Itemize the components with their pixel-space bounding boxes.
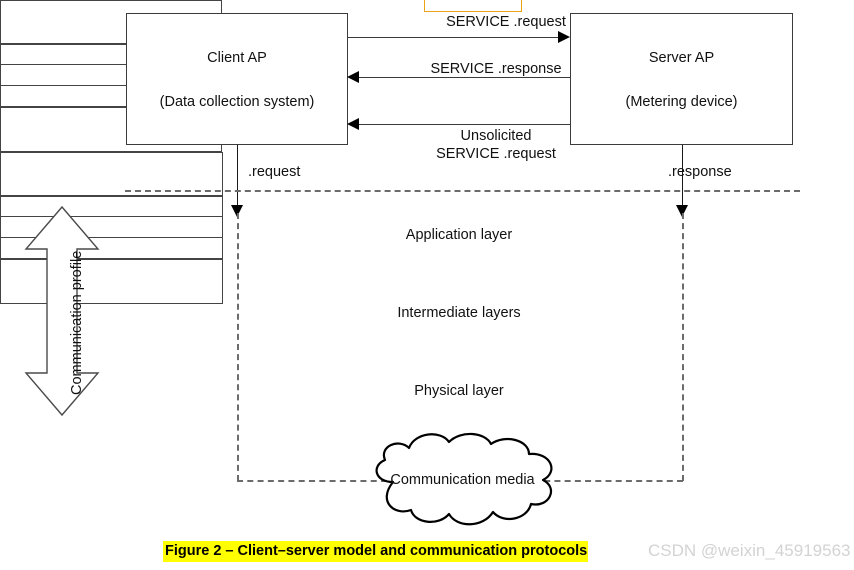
service-response-arrowhead xyxy=(347,71,359,83)
accent-highlight-box xyxy=(424,0,522,12)
client-request-primitive-label: .request xyxy=(248,164,301,180)
service-response-label: SERVICE .response xyxy=(430,61,562,77)
unsolicited-request-label-line1: Unsolicited xyxy=(460,128,532,144)
server-ap-subtitle: (Metering device) xyxy=(625,94,738,110)
client-ap-box: Client AP (Data collection system) xyxy=(126,13,348,145)
service-request-label: SERVICE .request xyxy=(446,14,566,30)
client-intermediate-sublayer-2 xyxy=(1,65,221,86)
server-response-arrowhead xyxy=(676,205,688,217)
client-request-arrowhead xyxy=(231,205,243,217)
server-intermediate-sublayer-2 xyxy=(1,217,222,238)
server-response-primitive-label: .response xyxy=(668,164,732,180)
client-request-connector xyxy=(237,145,238,213)
communication-profile-label: Communication profile xyxy=(69,250,85,395)
communication-profile-arrow: Communication profile xyxy=(24,205,100,417)
unsolicited-request-arrowhead xyxy=(347,118,359,130)
server-media-path-horizontal xyxy=(534,480,683,482)
figure-caption: Figure 2 – Client–server model and commu… xyxy=(163,541,589,563)
service-response-line xyxy=(358,77,570,78)
application-layer-label: Application layer xyxy=(405,227,513,243)
service-request-line xyxy=(348,37,560,38)
server-intermediate-sublayer-1 xyxy=(1,197,222,218)
unsolicited-request-line xyxy=(358,124,570,125)
cloud-icon xyxy=(375,432,553,526)
server-application-layer-box xyxy=(0,152,223,196)
server-response-connector xyxy=(682,145,683,213)
ap-profile-separator xyxy=(125,190,800,192)
client-media-path-vertical xyxy=(237,213,239,481)
server-ap-title: Server AP xyxy=(648,50,715,66)
csdn-watermark: CSDN @weixin_45919563 xyxy=(648,541,851,560)
client-ap-title: Client AP xyxy=(207,50,267,66)
server-physical-layer-box xyxy=(0,259,223,304)
double-headed-arrow-icon xyxy=(24,205,100,417)
communication-media-cloud: Communication media xyxy=(345,430,580,530)
server-media-path-vertical xyxy=(682,213,684,481)
client-media-path-horizontal xyxy=(237,480,387,482)
server-ap-box: Server AP (Metering device) xyxy=(570,13,793,145)
unsolicited-request-label-line2: SERVICE .request xyxy=(436,146,556,162)
client-intermediate-sublayer-1 xyxy=(1,45,221,66)
communication-media-label: Communication media xyxy=(390,472,535,488)
intermediate-layers-label: Intermediate layers xyxy=(397,305,521,321)
physical-layer-label: Physical layer xyxy=(414,383,504,399)
client-ap-subtitle: (Data collection system) xyxy=(159,94,315,110)
service-request-arrowhead xyxy=(558,31,570,43)
